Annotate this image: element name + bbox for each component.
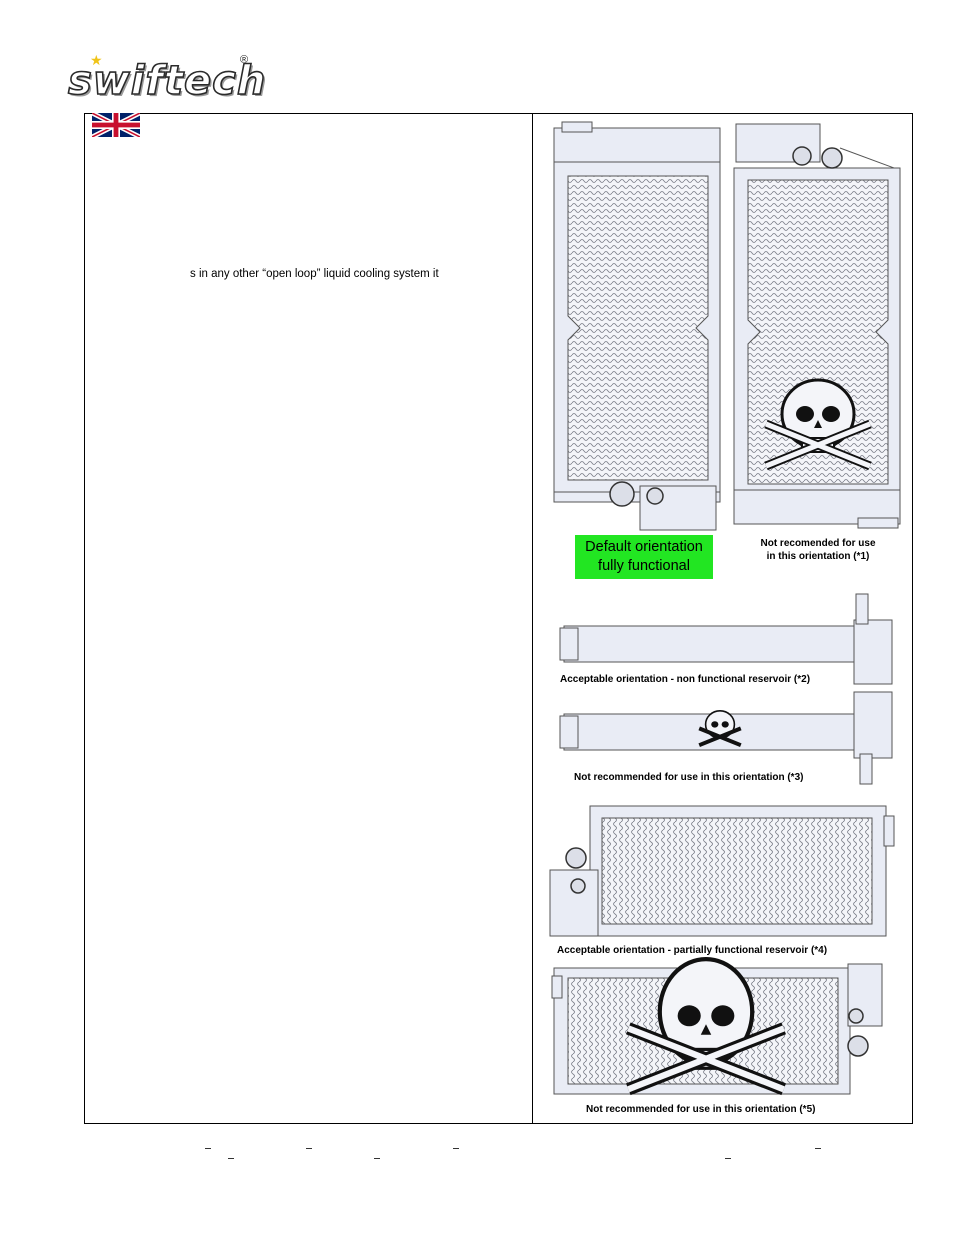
column-divider bbox=[532, 113, 533, 1124]
caption-1: Not recomended for use in this orientati… bbox=[738, 537, 898, 563]
radiator-side-acceptable bbox=[559, 593, 893, 685]
caption-1-line-1: Not recomended for use bbox=[760, 538, 876, 549]
caption-3: Not recommended for use in this orientat… bbox=[574, 772, 804, 783]
caption-5: Not recommended for use in this orientat… bbox=[586, 1104, 816, 1115]
default-orientation-badge: Default orientation fully functional bbox=[575, 535, 713, 579]
content-frame bbox=[84, 113, 913, 1124]
logo-registered-mark: ® bbox=[240, 54, 249, 66]
uk-flag-icon bbox=[92, 113, 140, 137]
footer-marks bbox=[0, 1140, 954, 1170]
caption-2: Acceptable orientation - non functional … bbox=[560, 674, 811, 685]
radiator-vertical-default bbox=[553, 121, 721, 531]
footer-dash bbox=[725, 1158, 731, 1159]
footer-dash bbox=[228, 1158, 234, 1159]
badge-line-1: Default orientation bbox=[585, 539, 703, 555]
logo-star-icon: ★ bbox=[90, 52, 103, 68]
footer-dash bbox=[205, 1148, 211, 1149]
badge-line-2: fully functional bbox=[598, 558, 690, 574]
footer-dash bbox=[306, 1148, 312, 1149]
body-text-fragment: s in any other “open loop” liquid coolin… bbox=[190, 268, 439, 280]
caption-1-line-2: in this orientation (*1) bbox=[766, 551, 870, 562]
radiator-vertical-inverted bbox=[733, 123, 901, 529]
skull-crossbones-icon bbox=[764, 378, 872, 471]
radiator-horizontal-acceptable bbox=[549, 805, 895, 937]
logo-text: swiftech bbox=[67, 57, 267, 105]
orientation-figures bbox=[549, 121, 901, 1096]
footer-dash bbox=[374, 1158, 380, 1159]
footer-dash bbox=[815, 1148, 821, 1149]
large-skull-crossbones-icon bbox=[626, 957, 786, 1096]
footer-dash bbox=[453, 1148, 459, 1149]
small-skull-icon bbox=[698, 709, 742, 748]
caption-4: Acceptable orientation - partially funct… bbox=[557, 945, 828, 956]
